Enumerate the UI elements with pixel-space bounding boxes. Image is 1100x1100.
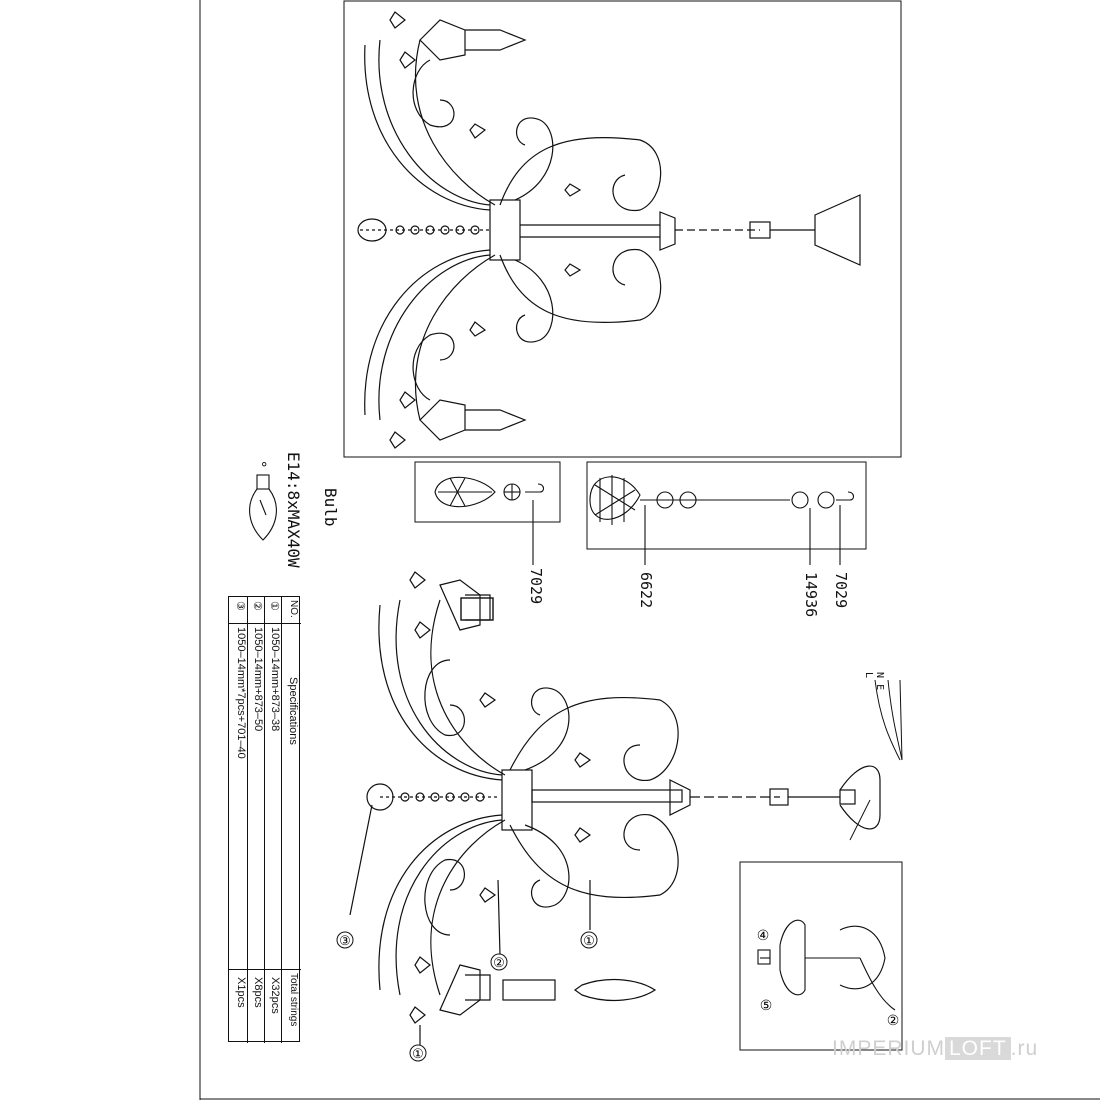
chandelier-assembly [349, 571, 881, 1045]
callout-circle-1b [409, 1044, 427, 1062]
spec-row-3-num: ③ [234, 601, 246, 611]
wire-labels: N E L [863, 672, 885, 702]
callout-circle-1 [580, 931, 598, 949]
wiring [849, 679, 903, 841]
spec-row-3-total: X1pcs [235, 977, 247, 1008]
spec-table-frame: NO. Specifications Total strings ① 1050–… [228, 596, 301, 1043]
part-7029-small: 7029 [527, 568, 545, 605]
bulb-spec: E14:8xMAX40W [284, 452, 303, 568]
bulb-icon [249, 474, 277, 541]
spec-header-spec: Specifications [287, 677, 299, 745]
overview-frame [343, 0, 902, 458]
callout-5: ⑤ [760, 998, 773, 1014]
pendant-small-drawing [434, 476, 545, 565]
spec-row-2-total: X8pcs [252, 977, 264, 1008]
callout-circle-2 [490, 953, 508, 971]
wire-l: L [863, 672, 874, 679]
callout-1: ① [583, 934, 595, 949]
callout-circle-3 [336, 931, 354, 949]
spec-row-2-num: ② [251, 601, 263, 611]
callout-3: ③ [339, 934, 351, 949]
pendant-detail-box [414, 461, 561, 523]
canopy-detail [757, 919, 896, 1011]
spec-row-1-total: X32pcs [269, 977, 281, 1014]
part-14936: 14936 [802, 572, 820, 618]
strand-detail-box [586, 461, 867, 550]
spec-row-2-spec: 1050–14mm+873–50 [252, 627, 264, 732]
callout-4: ④ [757, 928, 770, 944]
watermark-logo: LOFT [945, 1037, 1011, 1060]
spec-row-1-spec: 1050–14mm+873–38 [269, 627, 281, 732]
part-6622: 6622 [637, 572, 655, 609]
wire-n: N [874, 672, 885, 679]
callout-1b: ① [412, 1047, 424, 1062]
chandelier-overview [357, 11, 861, 449]
watermark-suffix: .ru [1010, 1037, 1039, 1060]
wire-e: E [874, 684, 885, 691]
spec-row-1-num: ① [268, 601, 280, 611]
inset-frame [739, 861, 903, 1051]
bulb-title: Bulb [321, 488, 340, 527]
spec-header-total: Total strings [288, 973, 299, 1027]
strand-drawing [589, 475, 855, 565]
spec-header-no-label: NO. [288, 600, 299, 618]
callout-2b: ② [887, 1013, 900, 1029]
bulb-symbol: ° [252, 460, 268, 469]
callout-2: ② [493, 956, 505, 971]
spec-row-3-spec: 1050–14mm*7pcs+701–40 [235, 627, 247, 759]
part-7029-hook: 7029 [832, 572, 850, 609]
watermark-text: IMPERIUM [832, 1037, 945, 1060]
